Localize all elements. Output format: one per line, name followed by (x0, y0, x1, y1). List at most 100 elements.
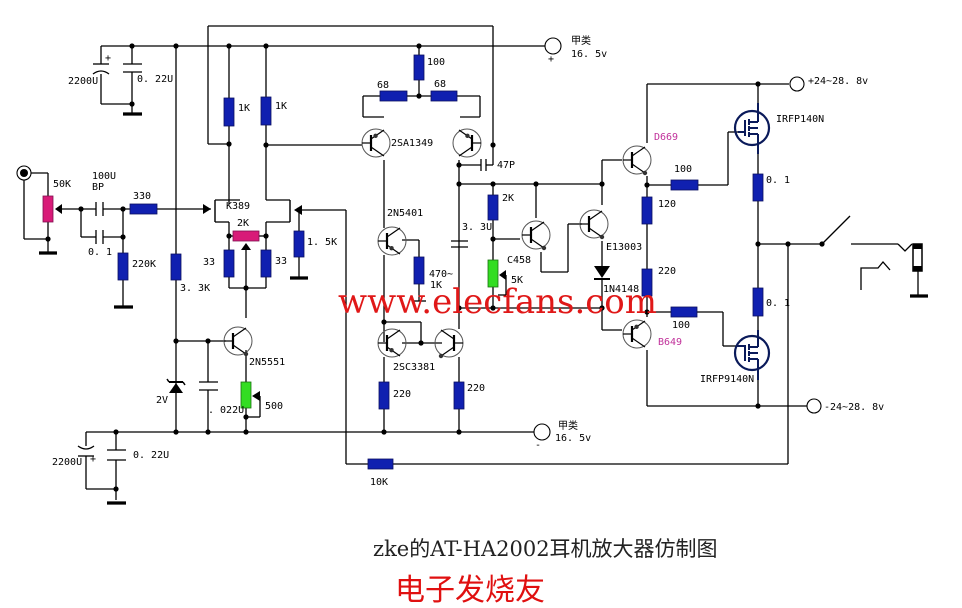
pot-ccs (240, 381, 252, 409)
resistor-r-in-series (129, 203, 158, 215)
resistor-r-feedback (367, 458, 394, 470)
transistor-2n5401 (377, 226, 407, 256)
label-r-mirror-left: 220 (393, 389, 411, 400)
diagram-title: zke的AT-HA2002耳机放大器仿制图 (373, 537, 718, 561)
label-q-driver-pos: D669 (654, 132, 678, 143)
transistor-2sc3381-left (377, 328, 407, 358)
zener-diode-icon (166, 378, 186, 393)
pot-wiper-arrow-icon (55, 204, 62, 214)
resistor-r-drain-left (223, 97, 235, 127)
label-q-ccs: 2N5551 (249, 357, 285, 368)
label-r-vas2: 1K (430, 280, 442, 291)
supply-polarity-neg: - (535, 440, 541, 451)
emitter-arrow-icon (634, 324, 639, 330)
supply-output-pos: +24~28. 8v (808, 76, 868, 87)
label-r-src-left: 33 (203, 257, 215, 268)
resistor-r-src-right (260, 249, 272, 278)
label-diode: 1N4148 (603, 284, 639, 295)
pot-wiper-arrow-icon (499, 270, 506, 280)
resistor-r-gate-pos (670, 179, 699, 191)
transistor-2sa1349-right (452, 128, 482, 158)
label-r-src-neg: 0. 1 (766, 298, 790, 309)
label-jfet: K389 (226, 201, 250, 212)
terminal-class-a-pos (544, 37, 562, 55)
label-jfet-pot: 2K (237, 218, 249, 229)
label-r-68-left: 68 (377, 80, 389, 91)
transistor-c458 (521, 220, 551, 251)
resistor-r-bias (170, 253, 182, 281)
resistor-r-src-pos (752, 173, 764, 202)
label-vbe-pot: 5K (511, 275, 523, 286)
capacitors: + + (77, 53, 487, 465)
emitter-arrow-icon (389, 245, 394, 251)
junction-dots (45, 43, 825, 492)
jfet-k389 (203, 200, 302, 222)
emitter-arrow-icon (599, 234, 605, 240)
supply-name-neg: 甲类 (558, 419, 578, 432)
pot-wiper-arrow-icon (252, 391, 260, 401)
resistor-r-mirror-right (453, 381, 465, 410)
labels: 甲类 16. 5v + 甲类 16. 5v - +24~28. 8v -24~2… (52, 34, 884, 488)
resistor-r-mirror-left (378, 381, 390, 410)
resistor-r-vas (413, 256, 425, 285)
headphone-jack (912, 243, 923, 272)
label-q-driver-mid: E13003 (606, 242, 642, 253)
label-r-68-right: 68 (434, 79, 446, 90)
diode-icon (594, 266, 610, 280)
label-r-feedback: 10K (370, 477, 388, 488)
input-jack (16, 165, 32, 181)
label-r-gate-neg: 100 (672, 320, 690, 331)
label-r-bias: 3. 3K (180, 283, 210, 294)
label-c-in-type: BP (92, 182, 104, 193)
label-r-drain-right: 1K (275, 101, 287, 112)
resistor-r-driver-120 (641, 196, 653, 225)
pot-wiper-arrow-icon (241, 243, 251, 250)
label-r-vbe-top: 2K (502, 193, 514, 204)
resistor-r-gate-neg (670, 306, 698, 318)
label-c-comp: 47P (497, 160, 515, 171)
ground-symbols (39, 112, 928, 505)
label-zener: 2V (156, 395, 168, 406)
resistor-r-vbe-top (487, 194, 499, 221)
supply-voltage-neg: 16. 5v (555, 433, 591, 444)
label-c-supply-bot-film: 0. 22U (133, 450, 169, 461)
label-r-drain-left: 1K (238, 103, 250, 114)
label-c-in-elec: 100U (92, 171, 116, 182)
label-r-driver-220: 220 (658, 266, 676, 277)
supply-terminals (533, 37, 822, 441)
supply-output-neg: -24~28. 8v (824, 402, 884, 413)
polarity-plus: + (105, 53, 111, 64)
resistor-r-68-left (379, 90, 408, 102)
label-r-fb-gnd: 1. 5K (307, 237, 337, 248)
transistor-2sc3381-right (434, 328, 464, 359)
supply-voltage-pos: 16. 5v (571, 49, 607, 60)
resistor-r-fb-gnd (293, 230, 305, 258)
supply-name-pos: 甲类 (571, 34, 591, 47)
transistors (223, 128, 652, 359)
resistor-r-drain-right (260, 96, 272, 126)
label-q-mirror: 2SC3381 (393, 362, 435, 373)
label-c-supply-top-elec: 2200U (68, 76, 98, 87)
mosfet-irfp9140n (733, 330, 771, 380)
pot-vbe (487, 259, 499, 288)
label-r-gate-pos: 100 (674, 164, 692, 175)
terminal-output-neg (806, 398, 822, 414)
emitter-arrow-icon (642, 170, 648, 176)
emitter-arrow-icon (373, 133, 378, 139)
svg-text:+: + (90, 454, 96, 465)
potentiometers (42, 195, 506, 409)
emitter-arrow-icon (389, 347, 394, 353)
resistor-r-in-shunt (117, 252, 129, 281)
label-q-vas: 2N5401 (387, 208, 423, 219)
watermark-text: www.elecfans.com (338, 282, 657, 322)
supply-polarity-pos: + (548, 54, 554, 65)
gate-arrow-icon (203, 204, 211, 214)
emitter-arrow-icon (438, 353, 444, 359)
label-c-supply-top-film: 0. 22U (137, 74, 173, 85)
label-q-vbe: C458 (507, 255, 531, 266)
diagram-subtitle: 电子发烧友 (395, 573, 545, 608)
resistor-r-src-left (223, 249, 235, 278)
label-r-top-100: 100 (427, 57, 445, 68)
label-r-driver-120: 120 (658, 199, 676, 210)
